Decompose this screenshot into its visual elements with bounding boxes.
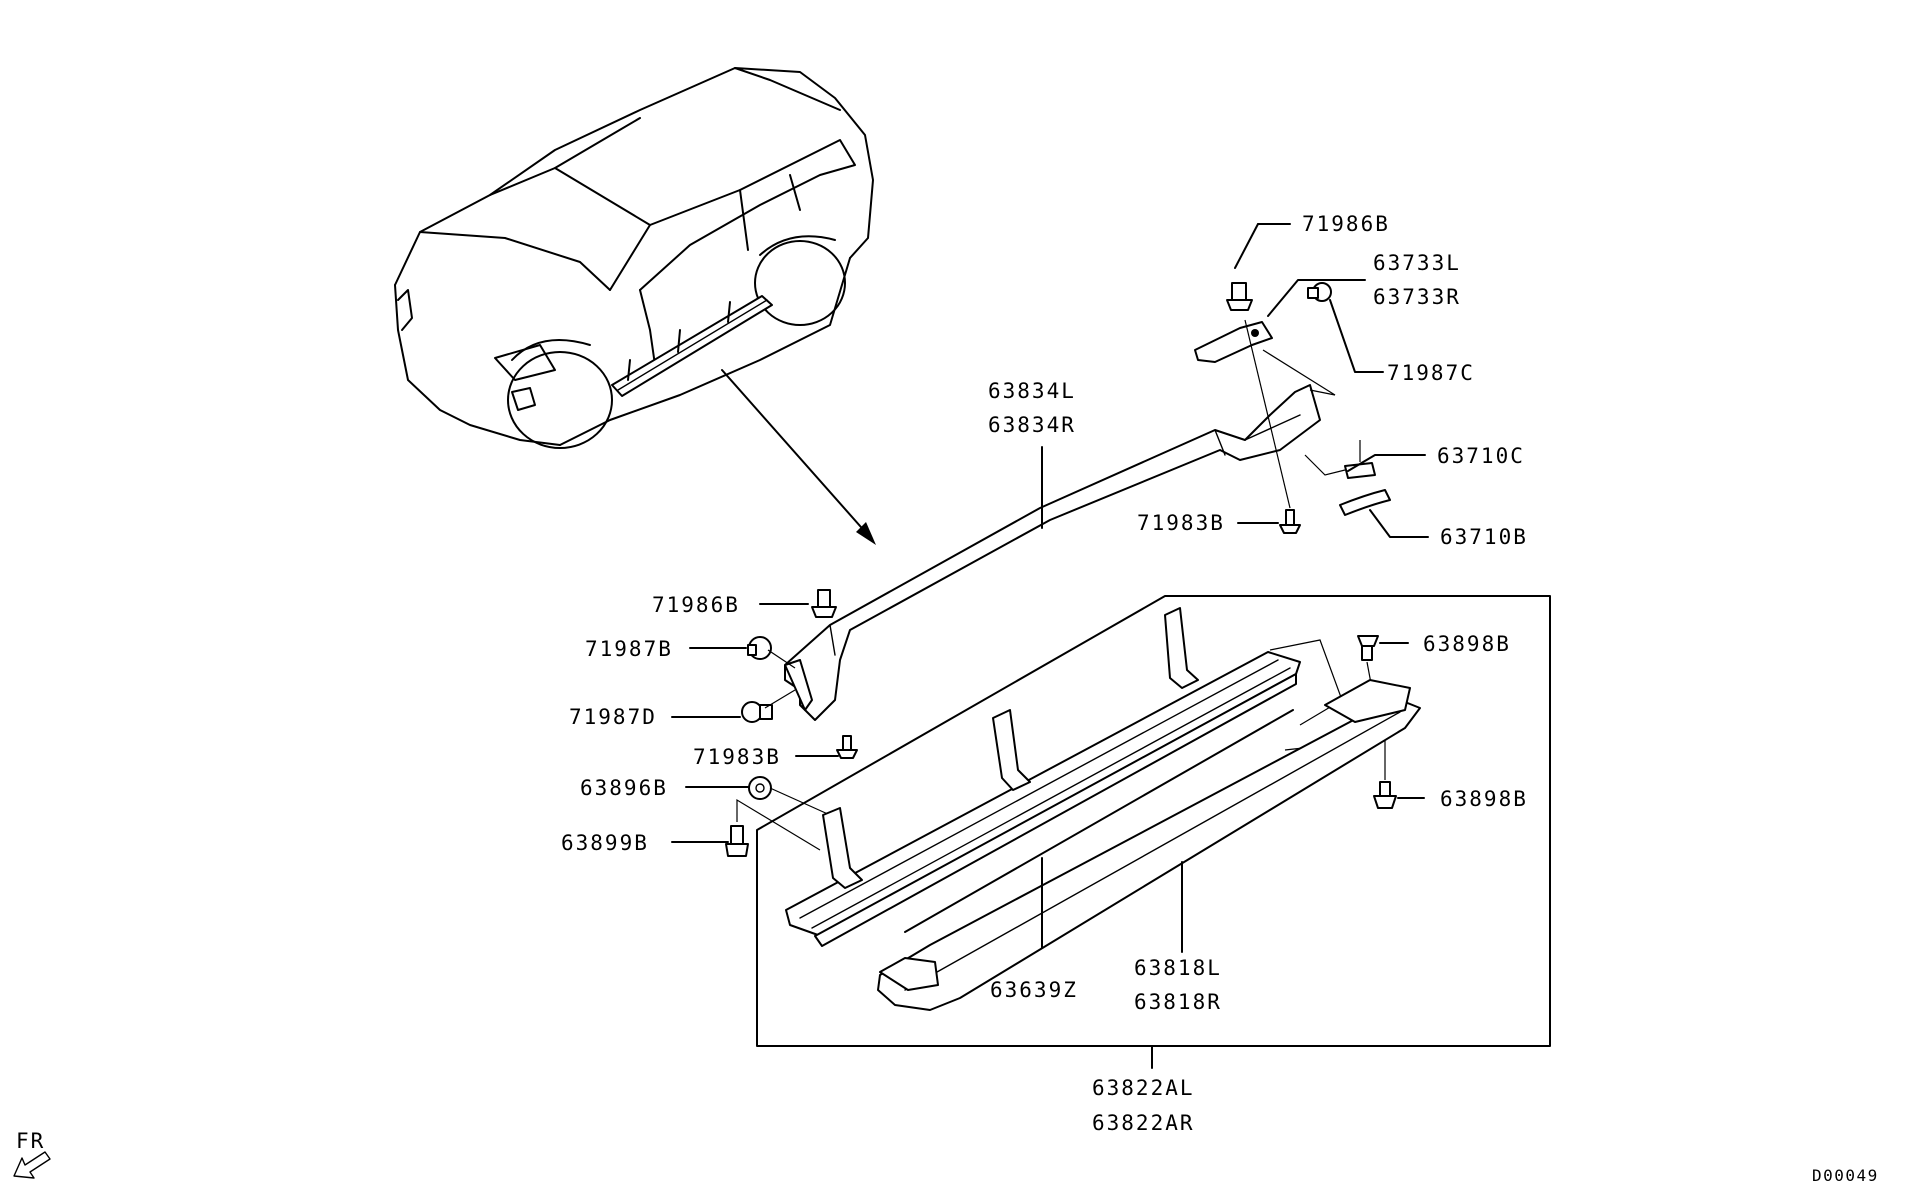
callout-63710C: 63710C: [1437, 444, 1525, 468]
grommet-71987D: [741, 701, 773, 723]
pad-63710B: [1339, 489, 1391, 516]
callout-63822AL: 63822AL: [1092, 1076, 1195, 1100]
side-sill-bracket-63834: [784, 384, 1321, 721]
clip-71986B-left: [811, 589, 837, 618]
callout-63822AR: 63822AR: [1092, 1111, 1195, 1135]
bolt-63898B-bottom: [1373, 781, 1397, 809]
clip-71986B-upper: [1226, 282, 1253, 311]
callout-71987D: 71987D: [569, 705, 657, 729]
callout-63898B-bottom: 63898B: [1440, 787, 1528, 811]
step-rail-63639Z: [785, 607, 1301, 947]
callout-63834L: 63834L: [988, 379, 1076, 403]
callout-63710B: 63710B: [1440, 525, 1528, 549]
bolt-63898B-top: [1357, 635, 1379, 661]
bracket-63733: [1194, 321, 1273, 363]
callout-71986B-left: 71986B: [652, 593, 740, 617]
orientation-label: FR: [16, 1129, 45, 1153]
callout-71986B-top: 71986B: [1302, 212, 1390, 236]
callout-63818R: 63818R: [1134, 990, 1222, 1014]
step-board-63818: [877, 679, 1421, 1011]
pad-63710C: [1344, 462, 1376, 479]
leader-lines: [671, 223, 1429, 1069]
diagram-id: D00049: [1812, 1166, 1879, 1185]
callout-71983B-top: 71983B: [1137, 511, 1225, 535]
upper-guide-lines: [1244, 319, 1361, 509]
screw-71983B-upper: [1279, 509, 1301, 534]
callout-63818L: 63818L: [1134, 956, 1222, 980]
callout-63639Z: 63639Z: [990, 978, 1078, 1002]
callout-63733L: 63733L: [1373, 251, 1461, 275]
front-arrow-icon: [13, 1151, 51, 1179]
callout-71987B: 71987B: [585, 637, 673, 661]
grommet-71987B: [747, 636, 772, 660]
screw-71983B-left: [836, 735, 858, 759]
front-direction-indicator: FR: [13, 1129, 51, 1179]
vehicle-illustration: [394, 67, 876, 545]
assembly-box: [756, 595, 1551, 1047]
callout-63834R: 63834R: [988, 413, 1076, 437]
nut-63896B: [748, 776, 772, 800]
callout-63896B: 63896B: [580, 776, 668, 800]
callout-63733R: 63733R: [1373, 285, 1461, 309]
callout-63899B: 63899B: [561, 831, 649, 855]
grommet-71987C: [1307, 282, 1332, 302]
bolt-63899B: [725, 825, 749, 857]
callout-71983B-left: 71983B: [693, 745, 781, 769]
callout-labels: 71986B 63733L 63733R 71987C 63834L 63834…: [561, 212, 1528, 1135]
callout-63898B-top: 63898B: [1423, 632, 1511, 656]
callout-71987C: 71987C: [1387, 361, 1475, 385]
